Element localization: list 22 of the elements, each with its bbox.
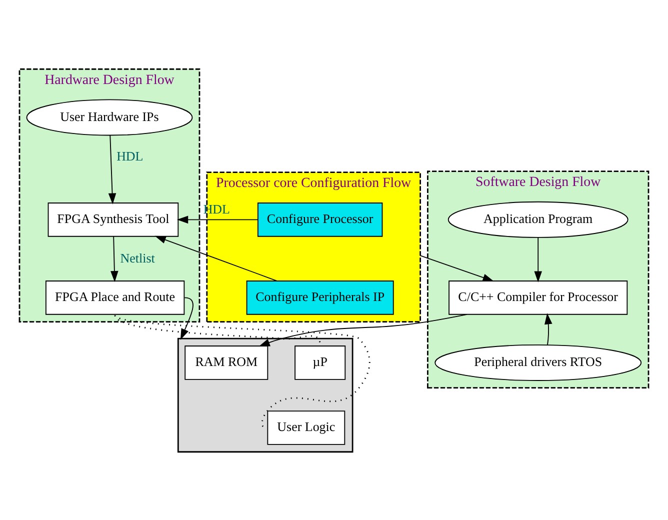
node-box: Configure Processor [257, 202, 383, 236]
node-box: Configure Peripherals IP [246, 280, 394, 314]
arrow [420, 254, 494, 281]
edge-label: HDL [116, 148, 143, 163]
node-box: µP [294, 345, 346, 380]
edge-label: Netlist [120, 250, 155, 266]
arrow [108, 134, 116, 204]
arrow [534, 236, 542, 282]
arrow [176, 215, 258, 224]
node-ellipse: Application Program [448, 200, 628, 238]
node-ellipse: User Hardware IPs [26, 98, 193, 136]
node-box: FPGA Place and Route [45, 280, 185, 314]
node-box: User Logic [267, 410, 346, 444]
arrow [544, 312, 552, 345]
node-box: RAM ROM [184, 345, 268, 380]
node-ellipse: Peripheral drivers RTOS [434, 344, 642, 380]
node-box: C/C++ Compiler for Processor [448, 280, 628, 314]
arrow [258, 313, 468, 346]
node-box: FPGA Synthesis Tool [48, 202, 179, 236]
arrow [110, 235, 118, 282]
arrow [154, 235, 278, 281]
connector [114, 314, 370, 428]
